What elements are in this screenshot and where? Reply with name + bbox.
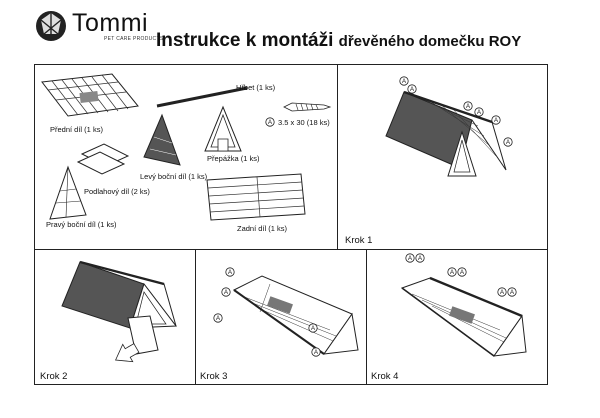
divider-part-label: Přepážka (1 ks) [207,154,260,163]
arrow-icon [115,343,140,363]
step1-drawing [385,90,507,177]
step4-marker-a: A [510,290,514,296]
back-part-drawing [206,173,306,221]
step1-marker-a: A [410,87,414,93]
step1-label: Krok 1 [345,235,373,246]
screw-marker-icon: A [265,117,275,127]
step4-drawing [400,276,527,357]
step2-drawing [61,260,177,363]
step1-markers: A A A A A A [399,76,513,147]
brand-tagline: PET CARE PRODUCTS [104,36,164,42]
ridge-part-drawing [156,86,248,108]
step4-marker-a: A [450,270,454,276]
screw-icon [283,102,332,112]
left-side-part-drawing [143,113,181,166]
left-side-part-label: Levý boční díl (1 ks) [140,172,208,181]
step3-drawing [233,275,359,355]
title-sub: dřevěného domečku ROY [338,33,522,50]
brand-emblem-icon [36,11,66,41]
screw-marker-text: A [268,120,272,126]
step4-label: Krok 4 [371,371,399,382]
step3-marker-a: A [314,350,318,356]
step3-marker-a: A [224,290,228,296]
step3-marker-a: A [311,326,315,332]
front-part-label: Přední díl (1 ks) [50,125,103,134]
step4-marker-a: A [460,270,464,276]
step3-label: Krok 3 [200,371,228,382]
step4-marker-a: A [408,256,412,262]
title-main: Instrukce k montáži [156,30,334,51]
step1-marker-a: A [402,79,406,85]
step1-marker-a: A [477,110,481,116]
front-part-drawing [41,73,139,117]
step3-marker-a: A [216,316,220,322]
step2-label: Krok 2 [40,371,68,382]
brand-logo: Tommi PET CARE PRODUCTS [34,9,163,43]
floor-part-label: Podlahový díl (2 ks) [84,187,150,196]
ridge-part-label: Hřbet (1 ks) [236,83,276,92]
right-side-part-drawing [49,165,87,220]
screw-label: 3.5 x 30 (18 ks) [278,118,330,127]
floor-part-drawing [76,143,130,175]
right-side-part-label: Pravý boční díl (1 ks) [46,220,117,229]
page-title: Instrukce k montáži dřevěného domečku RO… [156,30,521,52]
back-part-label: Zadní díl (1 ks) [237,224,288,233]
step3-markers: A A A A A [213,267,321,357]
step1-marker-a: A [494,118,498,124]
step4-markers: A A A A A A [405,253,517,297]
step4-marker-a: A [418,256,422,262]
brand-name: Tommi [72,9,149,37]
step1-marker-a: A [506,140,510,146]
step4-marker-a: A [500,290,504,296]
step1-marker-a: A [466,104,470,110]
step3-marker-a: A [228,270,232,276]
divider-part-drawing [204,105,242,152]
